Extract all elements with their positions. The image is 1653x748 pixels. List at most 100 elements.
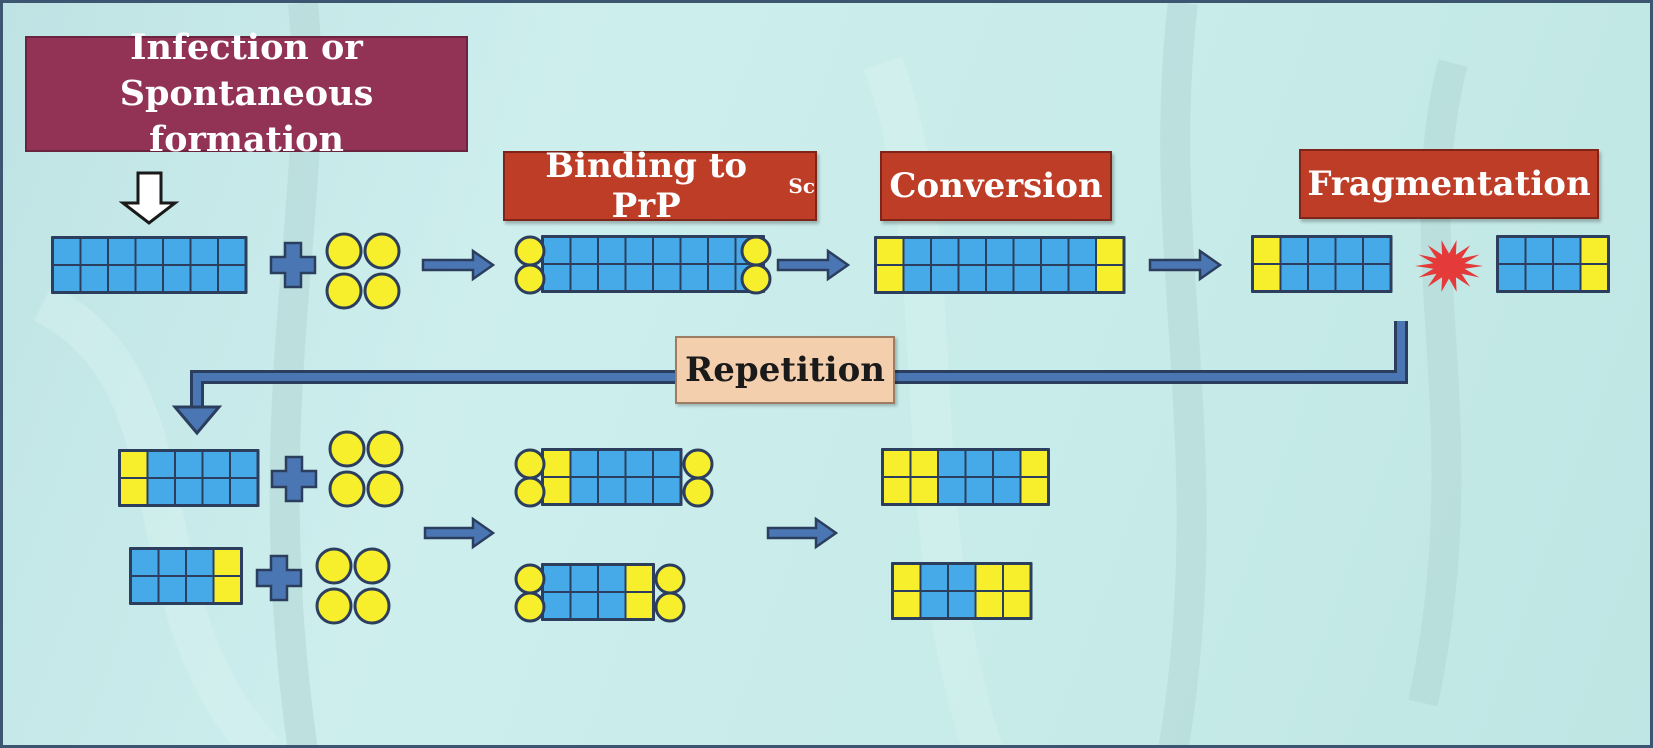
prpc-monomer-group [315,547,391,625]
normal-prp-cell [148,452,174,477]
normal-prp-cell [1554,238,1580,263]
binding-superscript: Sc [788,174,815,198]
normal-prp-cell [709,238,735,263]
normal-prp-cell [544,238,570,263]
prpsc-fibril-binding [541,235,765,293]
start-label-line2: Spontaneous formation [119,73,374,160]
converted-prp-cell [544,478,570,503]
prpc-monomer [315,547,353,585]
converted-prp-cell [544,451,570,476]
converted-prp-cell [884,451,910,476]
normal-prp-cell [932,239,958,264]
normal-prp-cell [148,479,174,504]
normal-prp-cell [132,577,158,602]
normal-prp-cell [959,239,985,264]
prpc-monomer [363,272,401,310]
normal-prp-cell [1281,265,1307,290]
normal-prp-cell [544,593,570,618]
normal-prp-cell [1499,238,1525,263]
converted-prp-cell [1097,266,1123,291]
normal-prp-cell [626,451,652,476]
normal-prp-cell [109,266,135,291]
normal-prp-cell [54,266,80,291]
normal-prp-cell [1042,239,1068,264]
prpc-monomer [328,430,366,468]
normal-prp-cell [626,265,652,290]
normal-prp-cell [187,577,213,602]
normal-prp-cell [1554,265,1580,290]
converted-prp-cell [911,451,937,476]
repeat-converted-top [881,448,1050,506]
start-label-infection: Infection or Spontaneous formation [25,27,468,160]
prpsc-fibril-converted [874,236,1126,294]
converted-prp-cell [626,593,652,618]
normal-prp-cell [203,452,229,477]
converted-prp-cell [884,478,910,503]
normal-prp-cell [966,451,992,476]
right-arrow-icon [423,516,496,550]
normal-prp-cell [109,239,135,264]
normal-prp-cell [544,265,570,290]
normal-prp-cell [136,239,162,264]
bound-prpc-monomer [654,591,686,623]
prpc-monomer [328,470,366,508]
normal-prp-cell [599,566,625,591]
converted-prp-cell [1254,238,1280,263]
prpc-monomer [366,470,404,508]
normal-prp-cell [231,479,257,504]
normal-prp-cell [1069,239,1095,264]
normal-prp-cell [1336,238,1362,263]
normal-prp-cell [571,593,597,618]
converted-prp-cell [214,550,240,575]
binding-text: Binding to PrP [545,146,748,226]
normal-prp-cell [571,238,597,263]
normal-prp-cell [544,566,570,591]
converted-prp-cell [1004,592,1030,617]
normal-prp-cell [1069,266,1095,291]
normal-prp-cell [159,550,185,575]
normal-prp-cell [932,266,958,291]
normal-prp-cell [1309,265,1335,290]
normal-prp-cell [1526,238,1552,263]
normal-prp-cell [681,238,707,263]
normal-prp-cell [681,265,707,290]
normal-prp-cell [987,239,1013,264]
normal-prp-cell [904,239,930,264]
normal-prp-cell [136,266,162,291]
converted-prp-cell [1581,265,1607,290]
bound-prpc-monomer [740,263,772,295]
right-arrow-icon [776,248,851,282]
converted-prp-cell [976,592,1002,617]
normal-prp-cell [219,266,245,291]
prpc-monomer-group [328,430,404,508]
normal-prp-cell [966,478,992,503]
normal-prp-cell [654,238,680,263]
bound-prpc-monomer [514,263,546,295]
bound-prpc-monomer [514,235,546,267]
repeat-binding-bottom [541,563,655,621]
normal-prp-cell [904,266,930,291]
normal-prp-cell [939,478,965,503]
step-label-repetition: Repetition [675,336,895,404]
prpc-monomer [315,587,353,625]
converted-prp-cell [626,566,652,591]
bound-prpc-monomer [514,591,546,623]
plus-icon [255,554,303,602]
normal-prp-cell [159,577,185,602]
converted-prp-cell [877,239,903,264]
normal-prp-cell [921,565,947,590]
normal-prp-cell [191,239,217,264]
normal-prp-cell [132,550,158,575]
converted-prp-cell [1021,451,1047,476]
normal-prp-cell [164,239,190,264]
repeat-converted-bottom [891,562,1033,620]
normal-prp-cell [654,265,680,290]
prpc-monomer [325,272,363,310]
normal-prp-cell [1526,265,1552,290]
normal-prp-cell [949,592,975,617]
repeat-binding-top [541,448,683,506]
repeat-fragment-left [118,449,260,507]
normal-prp-cell [1281,238,1307,263]
right-arrow-icon [1148,248,1223,282]
